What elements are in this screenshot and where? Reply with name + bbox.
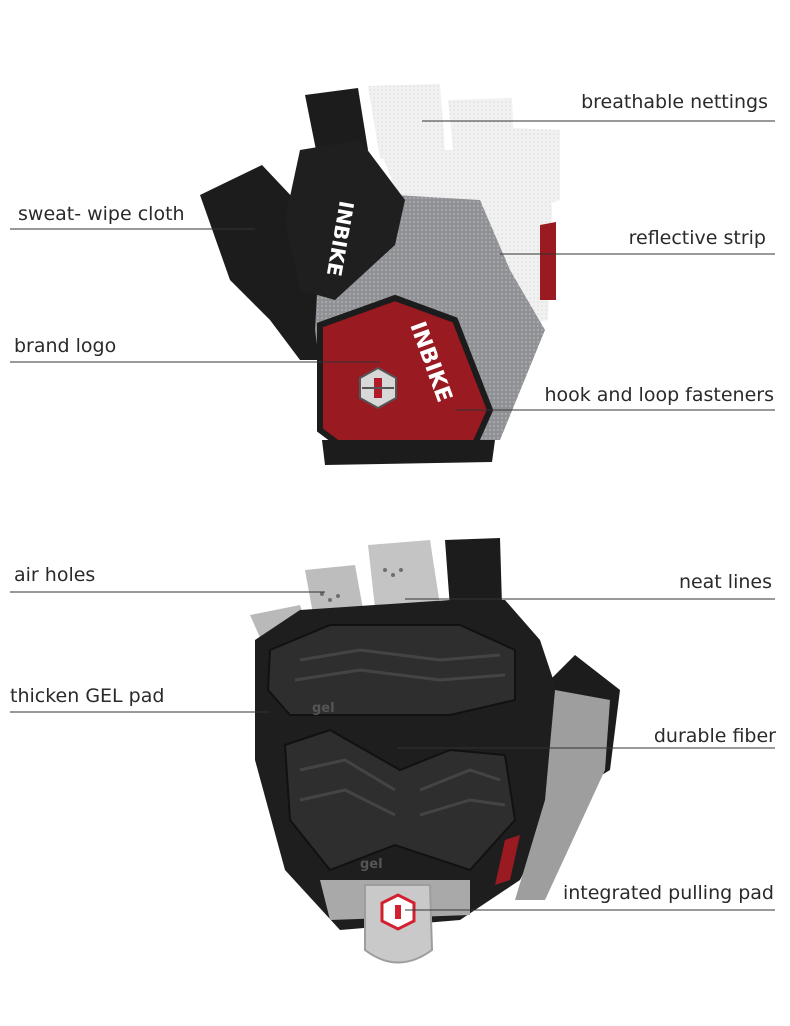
label-integrated-pulling-pad: integrated pulling pad: [562, 882, 774, 904]
label-thicken-gel-pad: thicken GEL pad: [10, 685, 165, 707]
air-holes: [320, 568, 403, 602]
palm-index-finger: [445, 538, 502, 608]
palm-red-accent: [495, 835, 520, 885]
pulling-pad-logo-icon: [380, 893, 416, 931]
bottom-glove-palm-view: gel gel: [250, 538, 620, 964]
palm-middle-finger: [368, 540, 440, 608]
gel-pad-lower: [283, 728, 517, 872]
label-reflective-strip: reflective strip: [628, 227, 766, 249]
gel-mark-lower: gel: [360, 857, 383, 872]
hook-loop-closure: [317, 294, 494, 464]
label-air-holes: air holes: [14, 564, 96, 586]
label-breathable-nettings: breathable nettings: [581, 91, 768, 113]
top-glove-back-view: INBIKE INBIKE: [200, 84, 560, 465]
thumb-sweat-cloth: [200, 165, 335, 360]
side-black-strap: [285, 140, 405, 300]
gel-mark-upper: gel: [312, 701, 335, 716]
brand-emblem-icon: [359, 366, 397, 410]
callout-lines: [10, 120, 775, 911]
gel-ridges: [294, 648, 506, 817]
reflective-strip-patch: [540, 222, 556, 300]
gel-pad-upper: [266, 624, 516, 716]
label-hook-loop-fasteners: hook and loop fasteners: [544, 384, 774, 406]
palm-side-fiber: [515, 690, 610, 900]
middle-finger-sleeve: [368, 84, 445, 168]
label-sweat-wipe-cloth: sweat- wipe cloth: [18, 203, 185, 225]
wrist-hem: [322, 440, 495, 465]
label-durable-fiber: durable fiber: [653, 725, 776, 747]
label-brand-logo: brand logo: [14, 335, 117, 357]
label-neat-lines: neat lines: [678, 571, 772, 593]
